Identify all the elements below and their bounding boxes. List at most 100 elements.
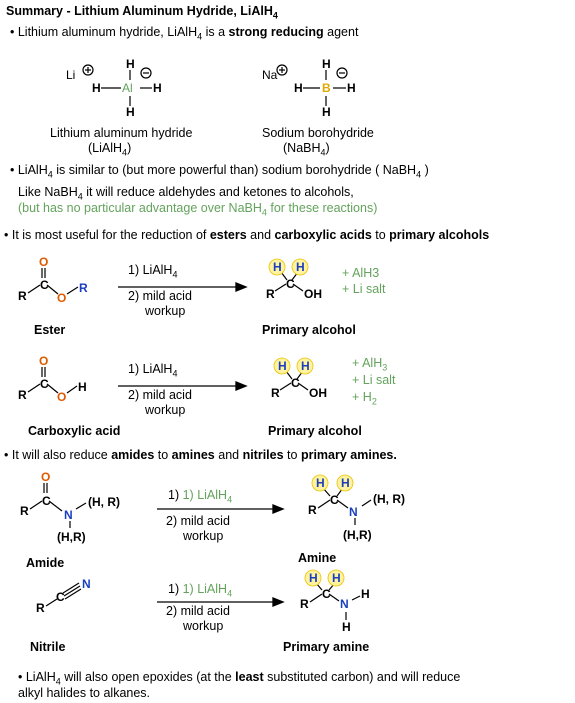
atom-hr: (H,R): [57, 530, 86, 544]
atom-r: R: [18, 289, 27, 303]
reagent-workup-b: workup: [145, 403, 186, 417]
page-title: Summary - Lithium Aluminum Hydride, LiAl…: [6, 4, 278, 21]
reagent-step1-a: 1) LiAlH4: [128, 263, 178, 280]
atom-c: C: [42, 494, 51, 508]
atom-h: H: [342, 620, 351, 634]
atom-o: O: [57, 390, 66, 404]
reagent-step2-c: 2) mild acid: [166, 514, 230, 528]
reagent-step2-d: 2) mild acid: [166, 604, 230, 618]
label-amine: Amine: [298, 551, 337, 565]
lah-formula: (LiAlH4): [88, 141, 132, 158]
byproduct-h2: + H2: [352, 390, 377, 407]
reagent-step2-b: 2) mild acid: [128, 388, 192, 402]
atom-c: C: [40, 278, 49, 292]
arrow-head-1: [235, 282, 248, 292]
byproduct-li-salt-b: + Li salt: [352, 373, 396, 387]
atom-c: C: [330, 493, 339, 507]
byproduct-alh3: + AlH3: [342, 266, 380, 280]
atom-h: H: [361, 587, 370, 601]
atom-c: C: [286, 277, 295, 291]
atom-h: H: [341, 476, 350, 490]
line-aldehydes-ketones: Like NaBH4 it will reduce aldehydes and …: [18, 185, 354, 202]
nitrile-structure: [45, 582, 82, 607]
ester-structure: [27, 268, 79, 295]
atom-h: H: [322, 57, 331, 71]
atom-hr: (H,R): [343, 528, 372, 542]
atom-o: O: [41, 470, 50, 484]
reagent-workup-a: workup: [145, 304, 186, 318]
bullet-amides-nitriles: • It will also reduce amides to amines a…: [4, 448, 397, 462]
atom-r: R: [271, 386, 280, 400]
bullet-strong-reducing: • Lithium aluminum hydride, LiAlH4 is a …: [10, 25, 359, 42]
nabh-formula: (NaBH4): [283, 141, 330, 158]
atom-o: O: [57, 291, 66, 305]
reagent-workup-c: workup: [183, 529, 224, 543]
arrow-head-3: [272, 504, 285, 514]
atom-r: R: [20, 504, 29, 518]
amide-structure: [29, 483, 87, 528]
atom-h: H: [332, 571, 341, 585]
arrow-head-4: [272, 597, 285, 607]
atom-h: H: [322, 105, 331, 119]
nabh-structure: [276, 64, 348, 106]
atom-h: H: [78, 380, 87, 394]
atom-h: H: [92, 81, 101, 95]
atom-h: H: [273, 260, 282, 274]
reagent-workup-d: workup: [183, 619, 224, 633]
lah-name: Lithium aluminum hydride: [50, 126, 193, 140]
bullet-similar-nabh4: • LiAlH4 is similar to (but more powerfu…: [10, 163, 429, 180]
atom-r: R: [79, 281, 88, 295]
atom-h: H: [309, 571, 318, 585]
reagent-step1-c: 1) 1) LiAlH4: [168, 488, 233, 505]
atom-oh: OH: [304, 287, 322, 301]
atom-o: O: [39, 354, 48, 368]
atom-c: C: [291, 376, 300, 390]
byproduct-li-salt: + Li salt: [342, 282, 386, 296]
atom-o: O: [39, 255, 48, 269]
label-primary-alcohol-2: Primary alcohol: [268, 424, 362, 438]
reagent-step1-b: 1) LiAlH4: [128, 362, 178, 379]
atom-h: H: [126, 57, 135, 71]
label-ester: Ester: [34, 323, 66, 337]
bullet-esters-acids: • It is most useful for the reduction of…: [4, 228, 490, 242]
atom-r: R: [308, 503, 317, 517]
highlight-circles: [268, 258, 354, 587]
atom-h: H: [294, 81, 303, 95]
bullet-epoxides: • LiAlH4 will also open epoxides (at the…: [18, 670, 461, 687]
atom-c: C: [56, 590, 65, 604]
atom-h: H: [347, 81, 356, 95]
atom-c: C: [40, 377, 49, 391]
reagent-step2-a: 2) mild acid: [128, 289, 192, 303]
label-carboxylic-acid: Carboxylic acid: [28, 424, 121, 438]
label-nitrile: Nitrile: [30, 640, 66, 654]
atom-hr: (H, R): [373, 492, 405, 506]
atom-na: Na: [262, 68, 278, 82]
amine-structure: [317, 487, 372, 525]
atom-al: Al: [122, 81, 133, 95]
atom-oh: OH: [309, 386, 327, 400]
byproduct-alh3-b: + AlH3: [352, 356, 388, 373]
atom-r: R: [18, 388, 27, 402]
atom-n: N: [349, 505, 358, 519]
atom-h: H: [153, 81, 162, 95]
label-primary-amine: Primary amine: [283, 640, 370, 654]
acid-structure: [27, 367, 78, 394]
atom-r: R: [266, 287, 275, 301]
atom-r: R: [300, 597, 309, 611]
atom-r: R: [36, 601, 45, 615]
atom-n: N: [340, 597, 349, 611]
atom-h: H: [278, 359, 287, 373]
primary-amine-structure: [309, 582, 361, 620]
atom-c: C: [322, 587, 331, 601]
atom-n: N: [82, 577, 91, 591]
atom-b: B: [322, 81, 331, 95]
atom-h: H: [126, 105, 135, 119]
bullet-epoxides-line2: alkyl halides to alkanes.: [18, 686, 151, 700]
nabh-name: Sodium borohydride: [262, 126, 374, 140]
atom-h: H: [296, 260, 305, 274]
atom-hr: (H, R): [88, 495, 120, 509]
reagent-step1-d: 1) 1) LiAlH4: [168, 582, 233, 599]
label-primary-alcohol-1: Primary alcohol: [262, 323, 356, 337]
atom-li: Li: [66, 68, 75, 82]
